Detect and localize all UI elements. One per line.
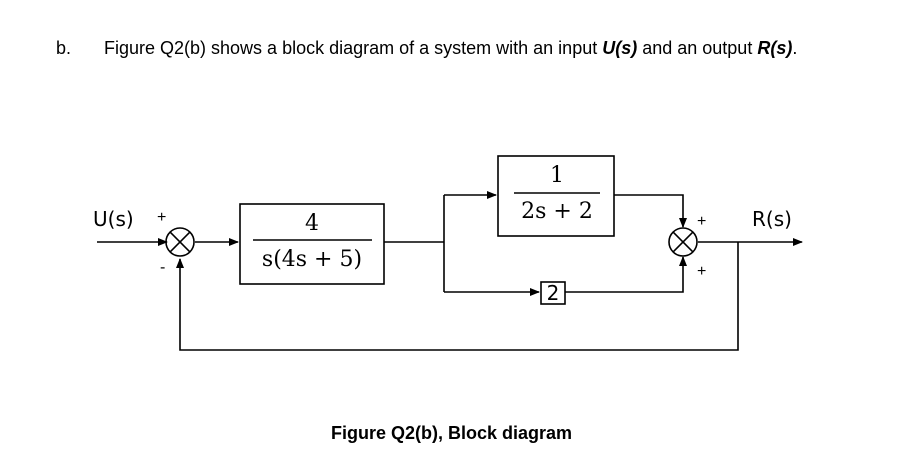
block1-numerator: 4 xyxy=(305,211,319,236)
question-text-suffix: . xyxy=(792,38,798,58)
sum2-bottom-sign: + xyxy=(697,263,706,280)
sum2-top-sign: + xyxy=(697,213,706,230)
output-symbol: R(s) xyxy=(757,38,793,58)
question-text-prefix: Figure Q2(b) shows a block diagram of a … xyxy=(104,38,603,58)
question-label: b. xyxy=(56,38,72,58)
figure-caption: Figure Q2(b), Block diagram xyxy=(330,423,573,443)
block2-box xyxy=(497,155,615,237)
block3-gain: 2 xyxy=(547,281,560,305)
summing-junction-1 xyxy=(165,227,195,257)
summing-junction-2 xyxy=(668,227,698,257)
block2-numerator: 1 xyxy=(550,163,564,188)
input-label: U(s) xyxy=(93,207,134,231)
block3-box xyxy=(540,281,566,305)
question-text-middle: and an output xyxy=(637,38,758,58)
block2-to-sum2-line xyxy=(614,194,687,228)
block1-box xyxy=(239,203,385,285)
block3-to-sum2-line xyxy=(565,256,687,293)
output-label: R(s) xyxy=(752,207,792,231)
block2-denominator: 2s + 2 xyxy=(521,199,593,224)
question-text: Figure Q2(b) shows a block diagram of a … xyxy=(104,38,864,58)
sum1-bottom-sign: - xyxy=(160,259,165,276)
feedback-line xyxy=(176,242,739,351)
block1-denominator: s(4s + 5) xyxy=(262,247,362,272)
sum1-top-sign: + xyxy=(157,209,166,226)
input-symbol: U(s) xyxy=(602,38,638,58)
